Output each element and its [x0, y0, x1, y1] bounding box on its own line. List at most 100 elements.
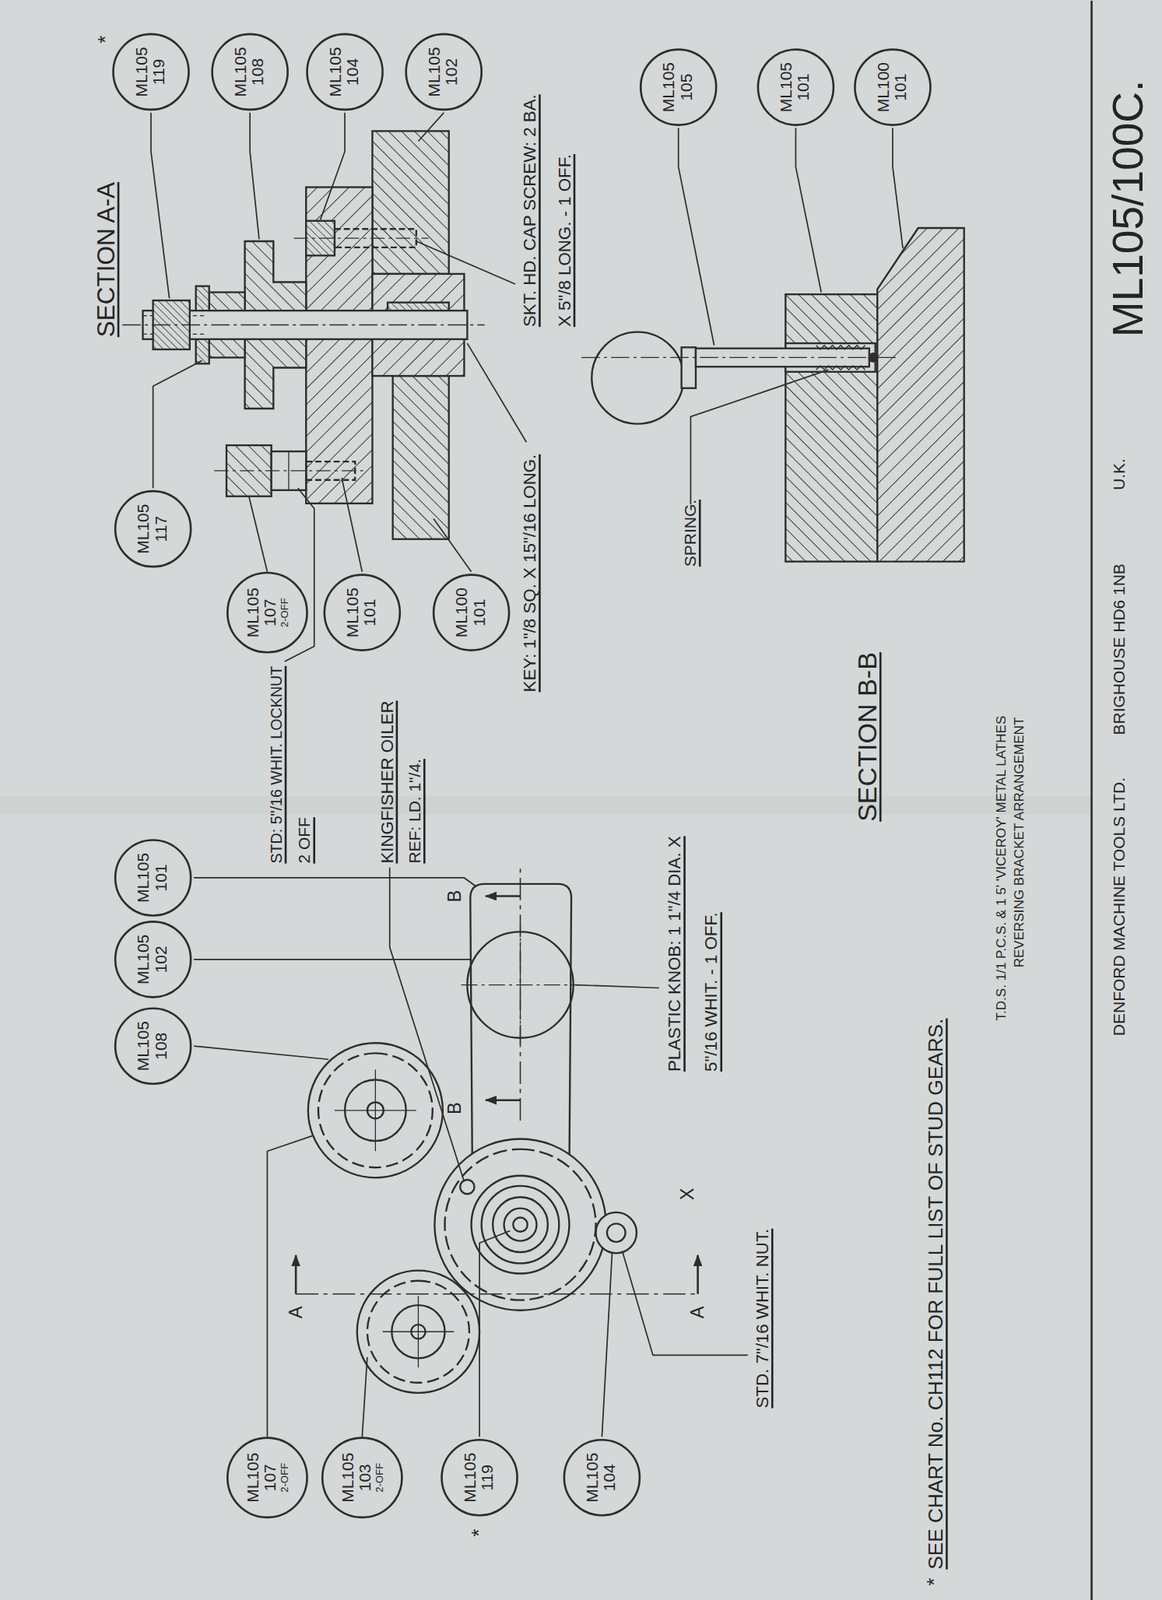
gear-train-view	[596, 1212, 637, 1254]
section-a-a	[287, 451, 289, 491]
drawing-label: REVERSING BRACKET ARRANGEMENT	[1011, 717, 1028, 969]
section-b-b	[581, 228, 965, 562]
drawing-label: DENFORD MACHINE TOOLS LTD.	[1109, 777, 1129, 1036]
leader-line	[150, 112, 170, 299]
leader-line	[193, 1046, 329, 1060]
drawing-label: SECTION B-B	[853, 652, 884, 822]
drawing-label: SEE CHART No. CH112 FOR FULL LIST OF STU…	[924, 1018, 948, 1570]
gear-train-view	[460, 984, 580, 986]
leader-line	[341, 477, 362, 573]
drawing-label: ML105/100C.	[1103, 80, 1153, 338]
callout-content: ML105 102	[426, 42, 461, 102]
callout-content: ML105 119	[462, 1448, 497, 1508]
leader-line	[575, 985, 659, 989]
leader-line	[320, 112, 345, 221]
section-b-b	[581, 357, 898, 359]
callout-number: ML105 108	[232, 42, 267, 102]
callout-circle: ML105 1072-OFF	[226, 572, 309, 654]
gear-train-view	[334, 1109, 417, 1111]
callout-circle: ML105 104	[305, 33, 384, 112]
section-a-a	[294, 237, 429, 239]
callout-number: ML105 107	[244, 1448, 279, 1508]
callout-content: ML105 102	[136, 930, 171, 990]
callout-circle: ML105 119	[440, 1439, 519, 1517]
gear-train-view	[445, 1149, 597, 1301]
callout-content: ML105 1032-OFF	[339, 1448, 385, 1508]
callout-number: ML105 102	[426, 42, 461, 102]
callout-number: ML105 119	[462, 1448, 497, 1508]
section-a-a	[122, 130, 485, 539]
leader-line	[678, 128, 715, 346]
gear-train-view	[519, 865, 522, 1121]
callout-circle: ML105 108	[114, 1007, 193, 1085]
callout-content: ML105 119	[133, 42, 169, 102]
drawing-label: *	[466, 1529, 491, 1538]
callout-content: ML100 101	[875, 57, 910, 117]
gear-train-view	[308, 1042, 443, 1178]
callout-content: ML105 108	[136, 1016, 171, 1076]
callout-content: ML105 105	[661, 57, 696, 117]
leader-line	[416, 241, 516, 285]
drawing-label: *	[922, 1577, 946, 1586]
drawing-label: T.D.S. 1/1 P.C.S. & 1 5' 'VICEROY' METAL…	[994, 716, 1011, 1022]
drawing-label: STD: 5"/16 WHIT. LOCKNUT	[266, 666, 285, 864]
drawing-label: *	[94, 35, 118, 43]
callout-number: ML105 104	[327, 42, 362, 102]
section-a-a	[372, 130, 449, 274]
leader-line	[479, 1230, 510, 1437]
drawing-label: SKT. HD. CAP SCREW: 2 BA.	[520, 94, 541, 327]
drawing-label: 5"/16 WHIT. - 1 OFF.	[702, 912, 723, 1072]
callout-content: ML100 101	[454, 582, 489, 643]
leader-line	[892, 128, 903, 250]
gear-train-view	[295, 1293, 698, 1296]
leader-line	[417, 112, 444, 142]
section-b-b	[877, 228, 964, 562]
drawing-label: B	[445, 1102, 467, 1115]
gear-train-view	[512, 1217, 527, 1232]
callout-circle: ML105 119	[112, 33, 190, 112]
drawing-label: SECTION A-A	[91, 182, 120, 338]
title-block-line	[1090, 0, 1093, 1600]
callout-circle: ML105 1072-OFF	[226, 1436, 309, 1519]
leader-line	[193, 877, 476, 886]
section-a-a	[393, 375, 450, 540]
callout-circle: ML105 104	[563, 1439, 642, 1517]
callout-circle: ML100 101	[432, 573, 511, 652]
drawing-label: X 5"/8 LONG. - 1 OFF.	[554, 154, 576, 327]
callout-number: ML105 107	[244, 582, 279, 643]
drawing-label: STD. 7"/16 WHIT. NUT.	[752, 1228, 773, 1409]
callout-content: ML105 104	[327, 42, 362, 102]
drawing-label: REF: LD. 1"/4.	[406, 758, 425, 864]
callout-number: ML105 101	[778, 57, 813, 117]
gear-train-view	[696, 1255, 699, 1295]
gear-train-view	[481, 1186, 560, 1264]
leader-line	[466, 343, 527, 443]
callout-quantity: 2-OFF	[278, 1448, 290, 1508]
callout-content: ML105 108	[232, 42, 267, 102]
callout-quantity: 2-OFF	[278, 582, 290, 643]
callout-number: ML105 117	[136, 499, 171, 559]
callout-content: ML105 101	[344, 582, 380, 643]
callout-circle: ML105 108	[210, 33, 289, 112]
callout-content: ML105 1072-OFF	[244, 582, 290, 643]
callout-number: ML105 101	[344, 582, 380, 643]
section-b-b	[816, 345, 866, 350]
callout-quantity: 2-OFF	[373, 1448, 385, 1508]
gear-train-view	[367, 1281, 470, 1384]
section-b-b	[816, 365, 866, 370]
leader-line	[249, 112, 260, 240]
callout-content: ML105 101	[136, 848, 171, 908]
callout-content: ML105 1072-OFF	[244, 1448, 290, 1508]
gear-train-view	[471, 1176, 570, 1275]
callout-circle: ML105 1032-OFF	[321, 1436, 404, 1519]
drawing-label: SPRING.	[681, 499, 701, 567]
leader-line	[622, 1251, 748, 1356]
callout-number: ML105 101	[136, 848, 171, 908]
callout-number: ML105 102	[136, 930, 171, 990]
callout-circle: ML105 102	[114, 920, 193, 999]
callout-content: ML105 117	[136, 499, 171, 559]
gear-train-view	[492, 1197, 548, 1253]
gear-train-view	[357, 1270, 480, 1394]
